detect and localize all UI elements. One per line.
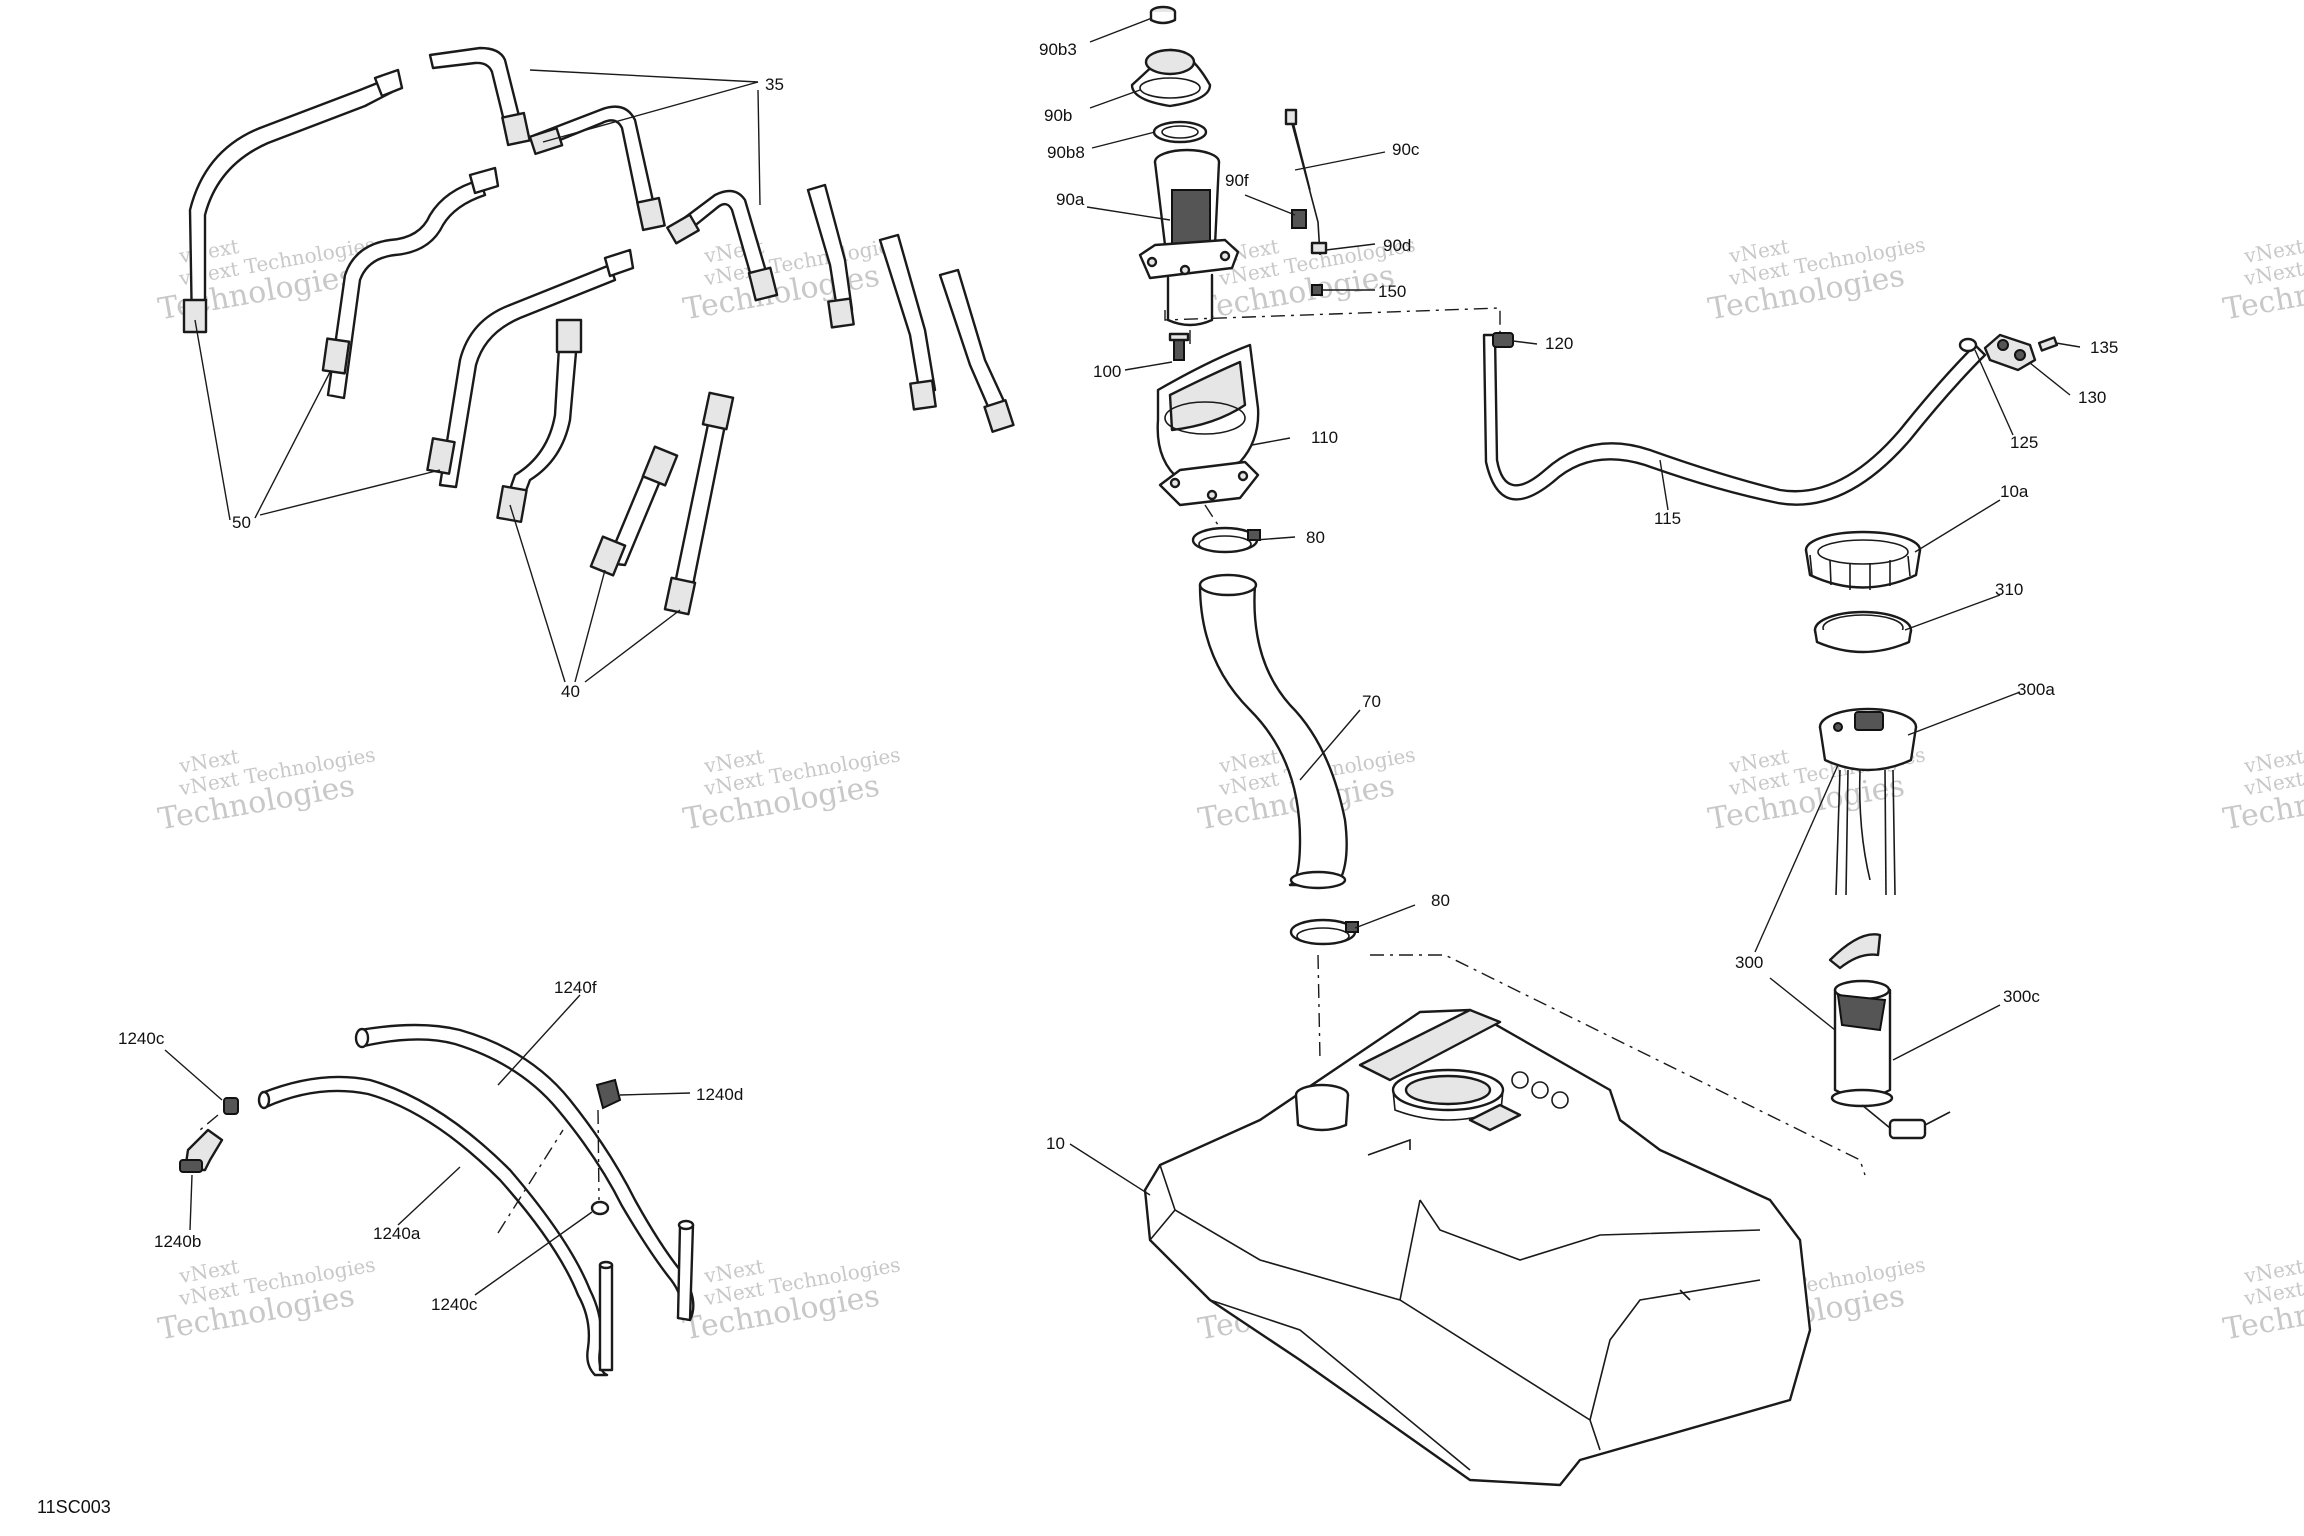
filler-leaders (1086, 17, 1416, 929)
label-90b3: 90b3 (1039, 40, 1077, 59)
fuel-tank-10[interactable] (1143, 1008, 1812, 1487)
vent-hose-1240a[interactable] (257, 1075, 609, 1377)
fuel-pump-assembly (1754, 499, 2021, 1140)
vent-hose-115[interactable] (1482, 333, 1987, 506)
label-135: 135 (2090, 338, 2118, 357)
label-300a: 300a (2017, 680, 2055, 699)
label-90c: 90c (1392, 140, 1420, 159)
label-80-bottom: 80 (1431, 891, 1450, 910)
strap-35-b[interactable] (528, 105, 666, 232)
strap-35-c[interactable] (666, 189, 779, 302)
filler-housing-110[interactable] (1156, 343, 1260, 507)
filler-hose-70[interactable] (1198, 573, 1348, 890)
strap-50-a[interactable] (182, 68, 404, 334)
vent-plug-90b3[interactable] (1149, 5, 1177, 25)
vent-leaders (1512, 340, 2081, 511)
pump-leaders (1754, 499, 2021, 1061)
elbow-1240b[interactable] (179, 1128, 224, 1173)
hose-clamp-80-bottom[interactable] (1289, 918, 1359, 946)
label-115: 115 (1654, 509, 1681, 528)
tether-90c[interactable] (1284, 108, 1321, 256)
filler-neck-90a[interactable] (1138, 148, 1240, 327)
label-1240f: 1240f (554, 978, 597, 997)
clamp-125[interactable] (1958, 337, 1978, 353)
hose-leaders (164, 994, 691, 1296)
strap-40-a[interactable] (496, 318, 583, 524)
seal-310[interactable] (1813, 610, 1913, 654)
clip-90f[interactable] (1291, 209, 1307, 229)
label-40: 40 (561, 682, 580, 701)
fitting-1240c-top[interactable] (223, 1097, 239, 1115)
strap-40-b[interactable] (589, 445, 679, 577)
label-300: 300 (1735, 953, 1763, 972)
strap-40-c[interactable] (663, 391, 735, 616)
o-ring-90b8[interactable] (1152, 120, 1208, 144)
label-130: 130 (2078, 388, 2106, 407)
label-110: 110 (1311, 428, 1338, 447)
strap-50-b[interactable] (321, 166, 500, 400)
strap-clip-a[interactable] (806, 183, 855, 329)
straps-group (182, 46, 1015, 616)
label-70: 70 (1362, 692, 1381, 711)
strap-clip-b[interactable] (878, 233, 937, 411)
hose-clamp-80-top[interactable] (1191, 526, 1261, 554)
label-1240c-bottom: 1240c (431, 1295, 478, 1314)
vent-hoses-1240 (164, 994, 695, 1377)
label-90b: 90b (1044, 106, 1072, 125)
label-310: 310 (1995, 580, 2023, 599)
label-100: 100 (1093, 362, 1121, 381)
label-125: 125 (2010, 433, 2038, 452)
strap-clip-c[interactable] (938, 268, 1015, 433)
hose-tail-1240a[interactable] (598, 1260, 614, 1372)
lock-ring-10a[interactable] (1804, 530, 1922, 590)
screw-150[interactable] (1311, 284, 1323, 296)
filler-dash-lines (1164, 307, 1866, 1176)
vent-fitting-120[interactable] (1492, 332, 1514, 348)
label-150: 150 (1378, 282, 1406, 301)
screw-100[interactable] (1168, 332, 1190, 361)
label-90f: 90f (1225, 171, 1249, 190)
label-50: 50 (232, 513, 251, 532)
label-1240c-top: 1240c (118, 1029, 165, 1048)
label-1240b: 1240b (154, 1232, 201, 1251)
label-90a: 90a (1056, 190, 1085, 209)
diagram-code: 11SC003 (37, 1497, 111, 1517)
callout-labels: 35 50 40 90b3 90b 90b8 90a 90c 90f 90d 1… (37, 40, 2118, 1517)
filler-cap-90b[interactable] (1130, 48, 1212, 108)
label-10: 10 (1046, 1134, 1065, 1153)
label-10a: 10a (2000, 482, 2029, 501)
label-120: 120 (1545, 334, 1573, 353)
label-300c: 300c (2003, 987, 2040, 1006)
screw-90d[interactable] (1310, 241, 1328, 255)
connector-1240d[interactable] (595, 1078, 622, 1110)
label-80-top: 80 (1306, 528, 1325, 547)
screw-135[interactable] (2037, 336, 2059, 352)
pump-flange-300a[interactable] (1818, 707, 1918, 896)
pump-module-300c[interactable] (1828, 933, 1951, 1140)
tank-leader (1069, 1143, 1151, 1196)
fitting-1240c-bottom[interactable] (590, 1200, 610, 1216)
strap-leaders (194, 69, 761, 683)
strap-50-c[interactable] (426, 248, 635, 489)
vent-valve-130[interactable] (1983, 333, 2037, 372)
strap-35-a[interactable] (428, 46, 531, 147)
filler-neck-assembly (1130, 5, 1359, 946)
label-1240d: 1240d (696, 1085, 743, 1104)
label-1240a: 1240a (373, 1224, 421, 1243)
label-90d: 90d (1383, 236, 1411, 255)
vent-hose-1240f[interactable] (354, 1023, 695, 1322)
label-35: 35 (765, 75, 784, 94)
label-90b8: 90b8 (1047, 143, 1085, 162)
